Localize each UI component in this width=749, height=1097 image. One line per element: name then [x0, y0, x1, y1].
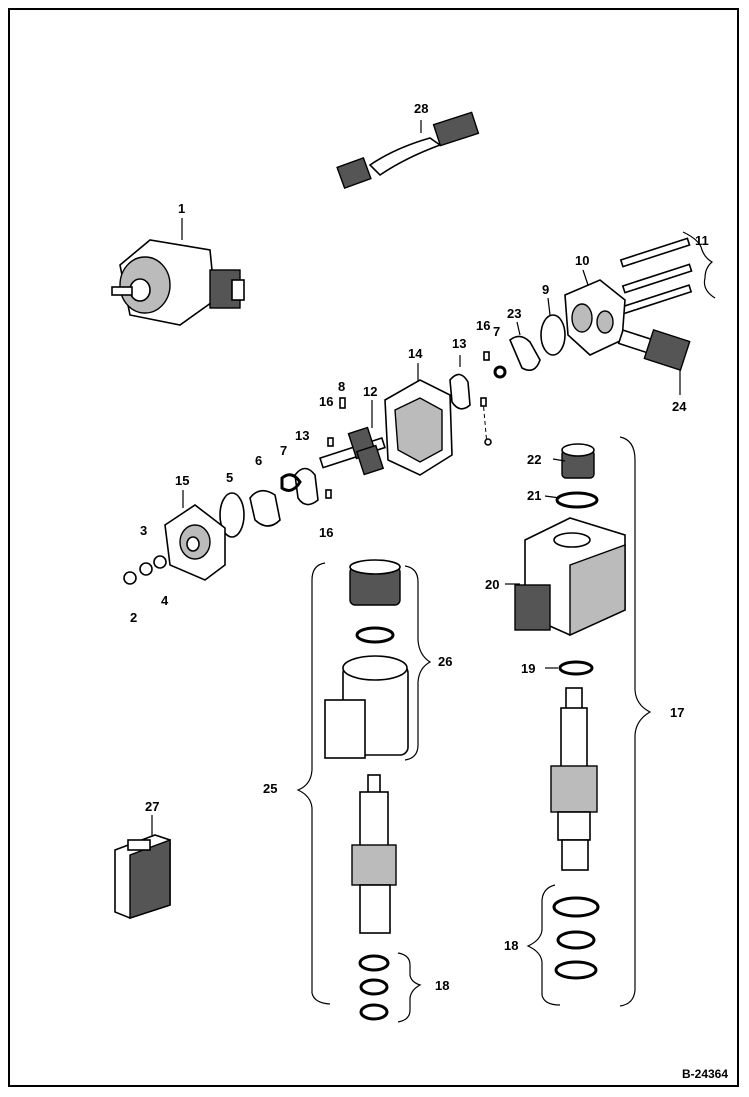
callout-9: 9 [542, 282, 549, 297]
bushing-part-13-lower [294, 467, 319, 506]
wiring-harness-part-28 [336, 111, 480, 190]
callout-11: 11 [695, 233, 709, 248]
callout-5: 5 [226, 470, 233, 485]
o-ring-part-9 [540, 314, 566, 356]
seal-part-4 [153, 555, 167, 569]
valve-part-24 [617, 328, 691, 395]
leader-21 [544, 495, 561, 499]
callout-15: 15 [175, 473, 189, 488]
callout-2: 2 [130, 610, 137, 625]
coil-nut-part-22 [561, 443, 595, 479]
brace-part-25 [296, 562, 331, 1005]
seal-kit-part-18-left [358, 954, 390, 1021]
callout-14: 14 [408, 346, 423, 361]
callout-22: 22 [527, 452, 541, 467]
callout-7a: 7 [493, 324, 500, 339]
cartridge-valve-part-17 [550, 687, 598, 871]
callout-27: 27 [145, 799, 159, 814]
cartridge-valve-part-25 [351, 774, 397, 934]
callout-3: 3 [140, 523, 147, 538]
brace-part-26 [404, 565, 432, 761]
callout-10: 10 [575, 253, 589, 268]
o-ring-part-19 [558, 660, 594, 676]
seal-kit-part-18-right [552, 896, 600, 980]
gasket-part-23 [509, 335, 541, 371]
callout-28: 28 [414, 101, 428, 116]
pump-housing-part-14 [384, 363, 453, 476]
pin-part-16-lower [325, 489, 332, 499]
seal-part-7-upper [493, 365, 507, 379]
seal-part-7-lower [280, 473, 302, 492]
brace-part-18-left [397, 952, 422, 1023]
callout-19: 19 [521, 661, 535, 676]
brace-part-17 [619, 436, 652, 1007]
callout-25: 25 [263, 781, 277, 796]
dowel-pins [480, 397, 492, 446]
end-cover-part-10 [564, 269, 626, 356]
figure-reference-code: B-24364 [682, 1067, 728, 1081]
callout-23: 23 [507, 306, 521, 321]
leader-22 [552, 458, 566, 462]
bolts-part-11 [619, 231, 716, 315]
callout-20: 20 [485, 577, 499, 592]
bushing-part-13-upper [449, 373, 471, 410]
gasket-part-6 [249, 489, 281, 527]
callout-18a: 18 [435, 978, 449, 993]
callout-4: 4 [161, 593, 169, 608]
callout-13a: 13 [452, 336, 466, 351]
callout-16b: 16 [319, 394, 333, 409]
key-part-8 [339, 397, 346, 409]
callout-21: 21 [527, 488, 541, 503]
front-cover-part-15 [164, 490, 226, 581]
callout-12: 12 [363, 384, 377, 399]
callout-17: 17 [670, 705, 684, 720]
pin-part-16-middle [327, 437, 334, 447]
seal-kit-box-part-27 [114, 815, 171, 919]
callout-13b: 13 [295, 428, 309, 443]
brace-part-18-right [526, 884, 561, 1006]
washer-part-3 [139, 562, 153, 576]
solenoid-coil-part-25 [324, 655, 409, 759]
o-ring-part-26 [355, 626, 395, 644]
gear-shaft-part-12 [319, 400, 386, 476]
pin-part-16-upper [483, 351, 490, 361]
callout-7b: 7 [280, 443, 287, 458]
pump-assembly-part-1 [111, 218, 245, 326]
callout-24: 24 [672, 399, 687, 414]
solenoid-coil-part-20 [514, 517, 626, 637]
callout-18b: 18 [504, 938, 518, 953]
callout-8: 8 [338, 379, 345, 394]
snap-ring-part-2 [123, 571, 137, 585]
callout-16a: 16 [476, 318, 490, 333]
callout-6: 6 [255, 453, 262, 468]
callout-26: 26 [438, 654, 452, 669]
o-ring-part-21 [555, 491, 599, 509]
o-ring-part-5 [219, 492, 245, 538]
callout-1: 1 [178, 201, 185, 216]
coil-nut-part-26 [349, 559, 401, 606]
callout-16c: 16 [319, 525, 333, 540]
